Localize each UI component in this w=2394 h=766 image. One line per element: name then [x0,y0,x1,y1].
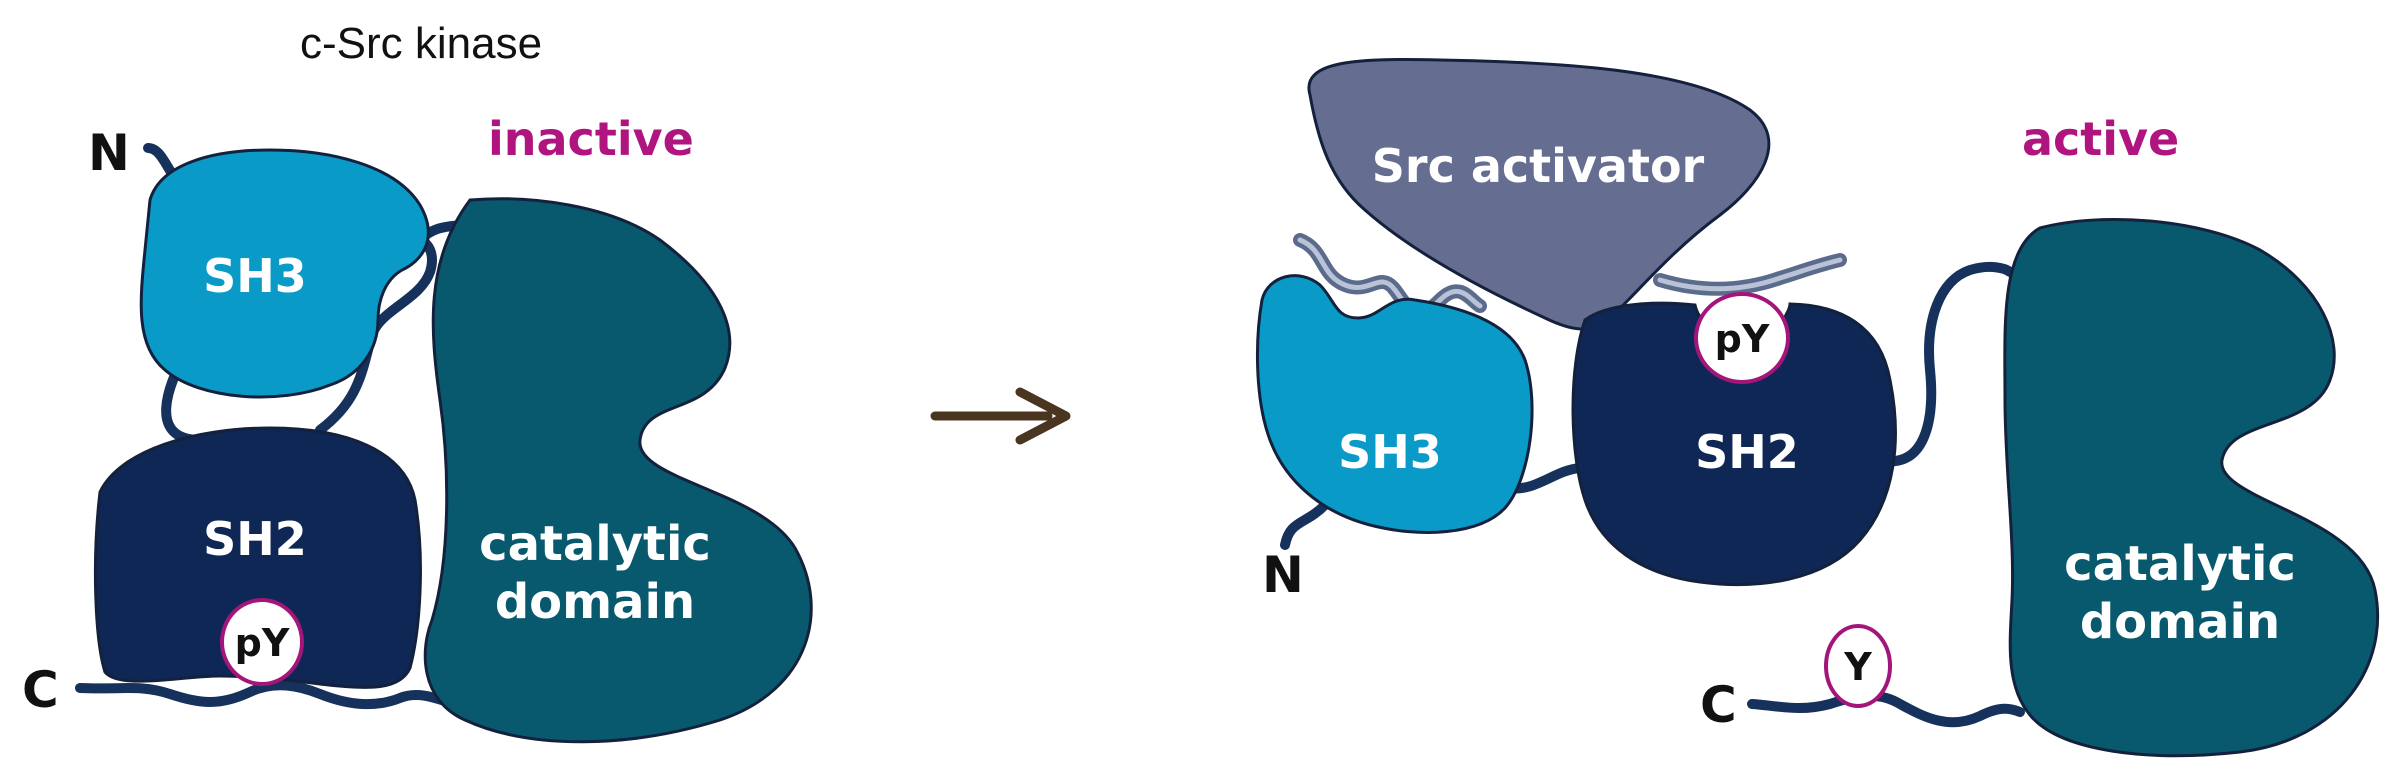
tyrosine-badge [1824,624,1892,708]
sh2-domain [93,426,422,689]
diagram-title: c-Src kinase [300,19,542,68]
active-catalytic-label-line1: catalytic [2064,536,2296,592]
sh3-label: SH3 [203,249,307,303]
transition-arrow [930,387,1071,445]
active-n-terminal-linker [1280,500,1330,550]
activator-peptide-right-inner [1657,257,1843,292]
active-catalytic-domain [2003,217,2380,758]
activator-peptide-left-inner [1297,237,1483,316]
active-phosphotyrosine-badge [1694,292,1790,384]
phosphotyrosine-badge [220,598,304,686]
catalytic-label-line1: catalytic [479,516,711,572]
catalytic-domain [423,197,813,744]
src-activator [1307,57,1771,331]
active-sh3-domain [1255,274,1534,534]
src-activator-label: Src activator [1372,139,1705,193]
n-terminus-label: N [88,124,130,182]
active-state: Src activator SH3 SH2 pY catalytic domai… [1255,57,2380,758]
active-n-terminus-label: N [1262,546,1304,604]
sh3-domain [139,148,430,399]
active-state-label: active [2022,112,2179,166]
c-terminal-tail [75,680,465,711]
inactive-state-label: inactive [488,112,694,166]
inactive-state: SH3 SH2 catalytic domain pY N C inactive [22,112,813,744]
phosphotyrosine-label: pY [235,621,290,665]
active-c-terminal-tail [1747,690,2025,728]
active-sh2-catalytic-linker [1875,261,2015,467]
tyrosine-label: Y [1843,645,1872,689]
active-catalytic-label-line2: domain [2080,594,2280,650]
active-c-terminus-label: C [1700,676,1737,734]
arrow-head-icon [1015,387,1071,445]
c-terminus-label: C [22,661,59,719]
active-sh2-label: SH2 [1695,425,1799,479]
catalytic-label-line2: domain [495,574,695,630]
active-phosphotyrosine-label: pY [1715,317,1770,361]
active-sh3-label: SH3 [1338,425,1442,479]
sh2-label: SH2 [203,512,307,566]
